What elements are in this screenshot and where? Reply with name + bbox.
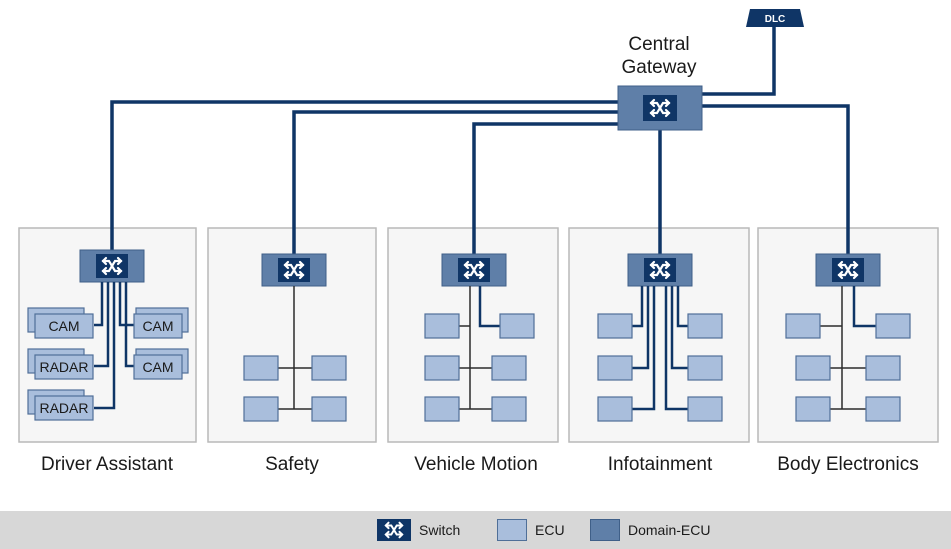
domain-label-safety: Safety [265,454,319,475]
ecu [795,355,831,381]
dlc-label: DLC [765,14,786,25]
ecu [687,313,723,339]
ecu-label: CAM [48,318,79,334]
ecu-cam-1: CAM [27,307,94,339]
legend-item-domain-ecu: Domain-ECU [590,519,710,541]
vehicle-motion-wires [459,286,500,410]
body-electronics-wires [820,286,876,410]
ecu-radar-1: RADAR [27,348,94,380]
ecu [687,355,723,381]
domain-switch-safety [261,253,327,287]
ecu [865,355,901,381]
domain-ecu-swatch [590,519,620,541]
ecu-cam-3: CAM [133,348,189,380]
domain-label-infotainment: Infotainment [608,454,713,475]
ecu [424,396,460,422]
ecu [687,396,723,422]
ecu-swatch [497,519,527,541]
driver-assistant-wires [94,282,134,410]
domain-switch-driver-assistant [79,249,145,283]
legend-item-switch: Switch [377,519,460,541]
gateway-label-line2: Gateway [622,57,697,78]
legend-label-ecu: ECU [535,522,565,538]
gateway-label-line1: Central [628,34,689,55]
switch-icon [377,519,411,541]
ecu-label: RADAR [39,359,88,375]
ecu [499,313,535,339]
ecu [311,396,347,422]
safety-wires [278,286,312,410]
ecu-label: RADAR [39,400,88,416]
domain-switch-infotainment [627,253,693,287]
ecu [795,396,831,422]
ecu [865,396,901,422]
ecu [597,355,633,381]
ecu [243,355,279,381]
legend-item-ecu: ECU [497,519,565,541]
ecu [491,396,527,422]
ecu [491,355,527,381]
ecu [875,313,911,339]
ecu [785,313,821,339]
legend: Switch ECU Domain-ECU [0,511,951,549]
domain-label-driver-assistant: Driver Assistant [41,454,174,475]
legend-label-switch: Switch [419,522,461,538]
ecu [597,396,633,422]
domain-switch-body-electronics [815,253,881,287]
central-gateway: Central Gateway [617,34,703,131]
domain-label-body-electronics: Body Electronics [777,454,919,475]
ecu-cam-2: CAM [133,307,189,339]
legend-label-domain-ecu: Domain-ECU [628,522,711,538]
trunk-wires [110,26,850,254]
ecu [424,355,460,381]
ecu [311,355,347,381]
domain-label-vehicle-motion: Vehicle Motion [414,454,538,475]
ecu [424,313,460,339]
ecu-label: CAM [142,359,173,375]
ecu [597,313,633,339]
ecu-radar-2: RADAR [27,389,94,421]
ecu [243,396,279,422]
ecu-label: CAM [142,318,173,334]
domain-switch-vehicle-motion [441,253,507,287]
infotainment-wires [632,286,688,411]
dlc-connector: DLC [746,9,804,27]
